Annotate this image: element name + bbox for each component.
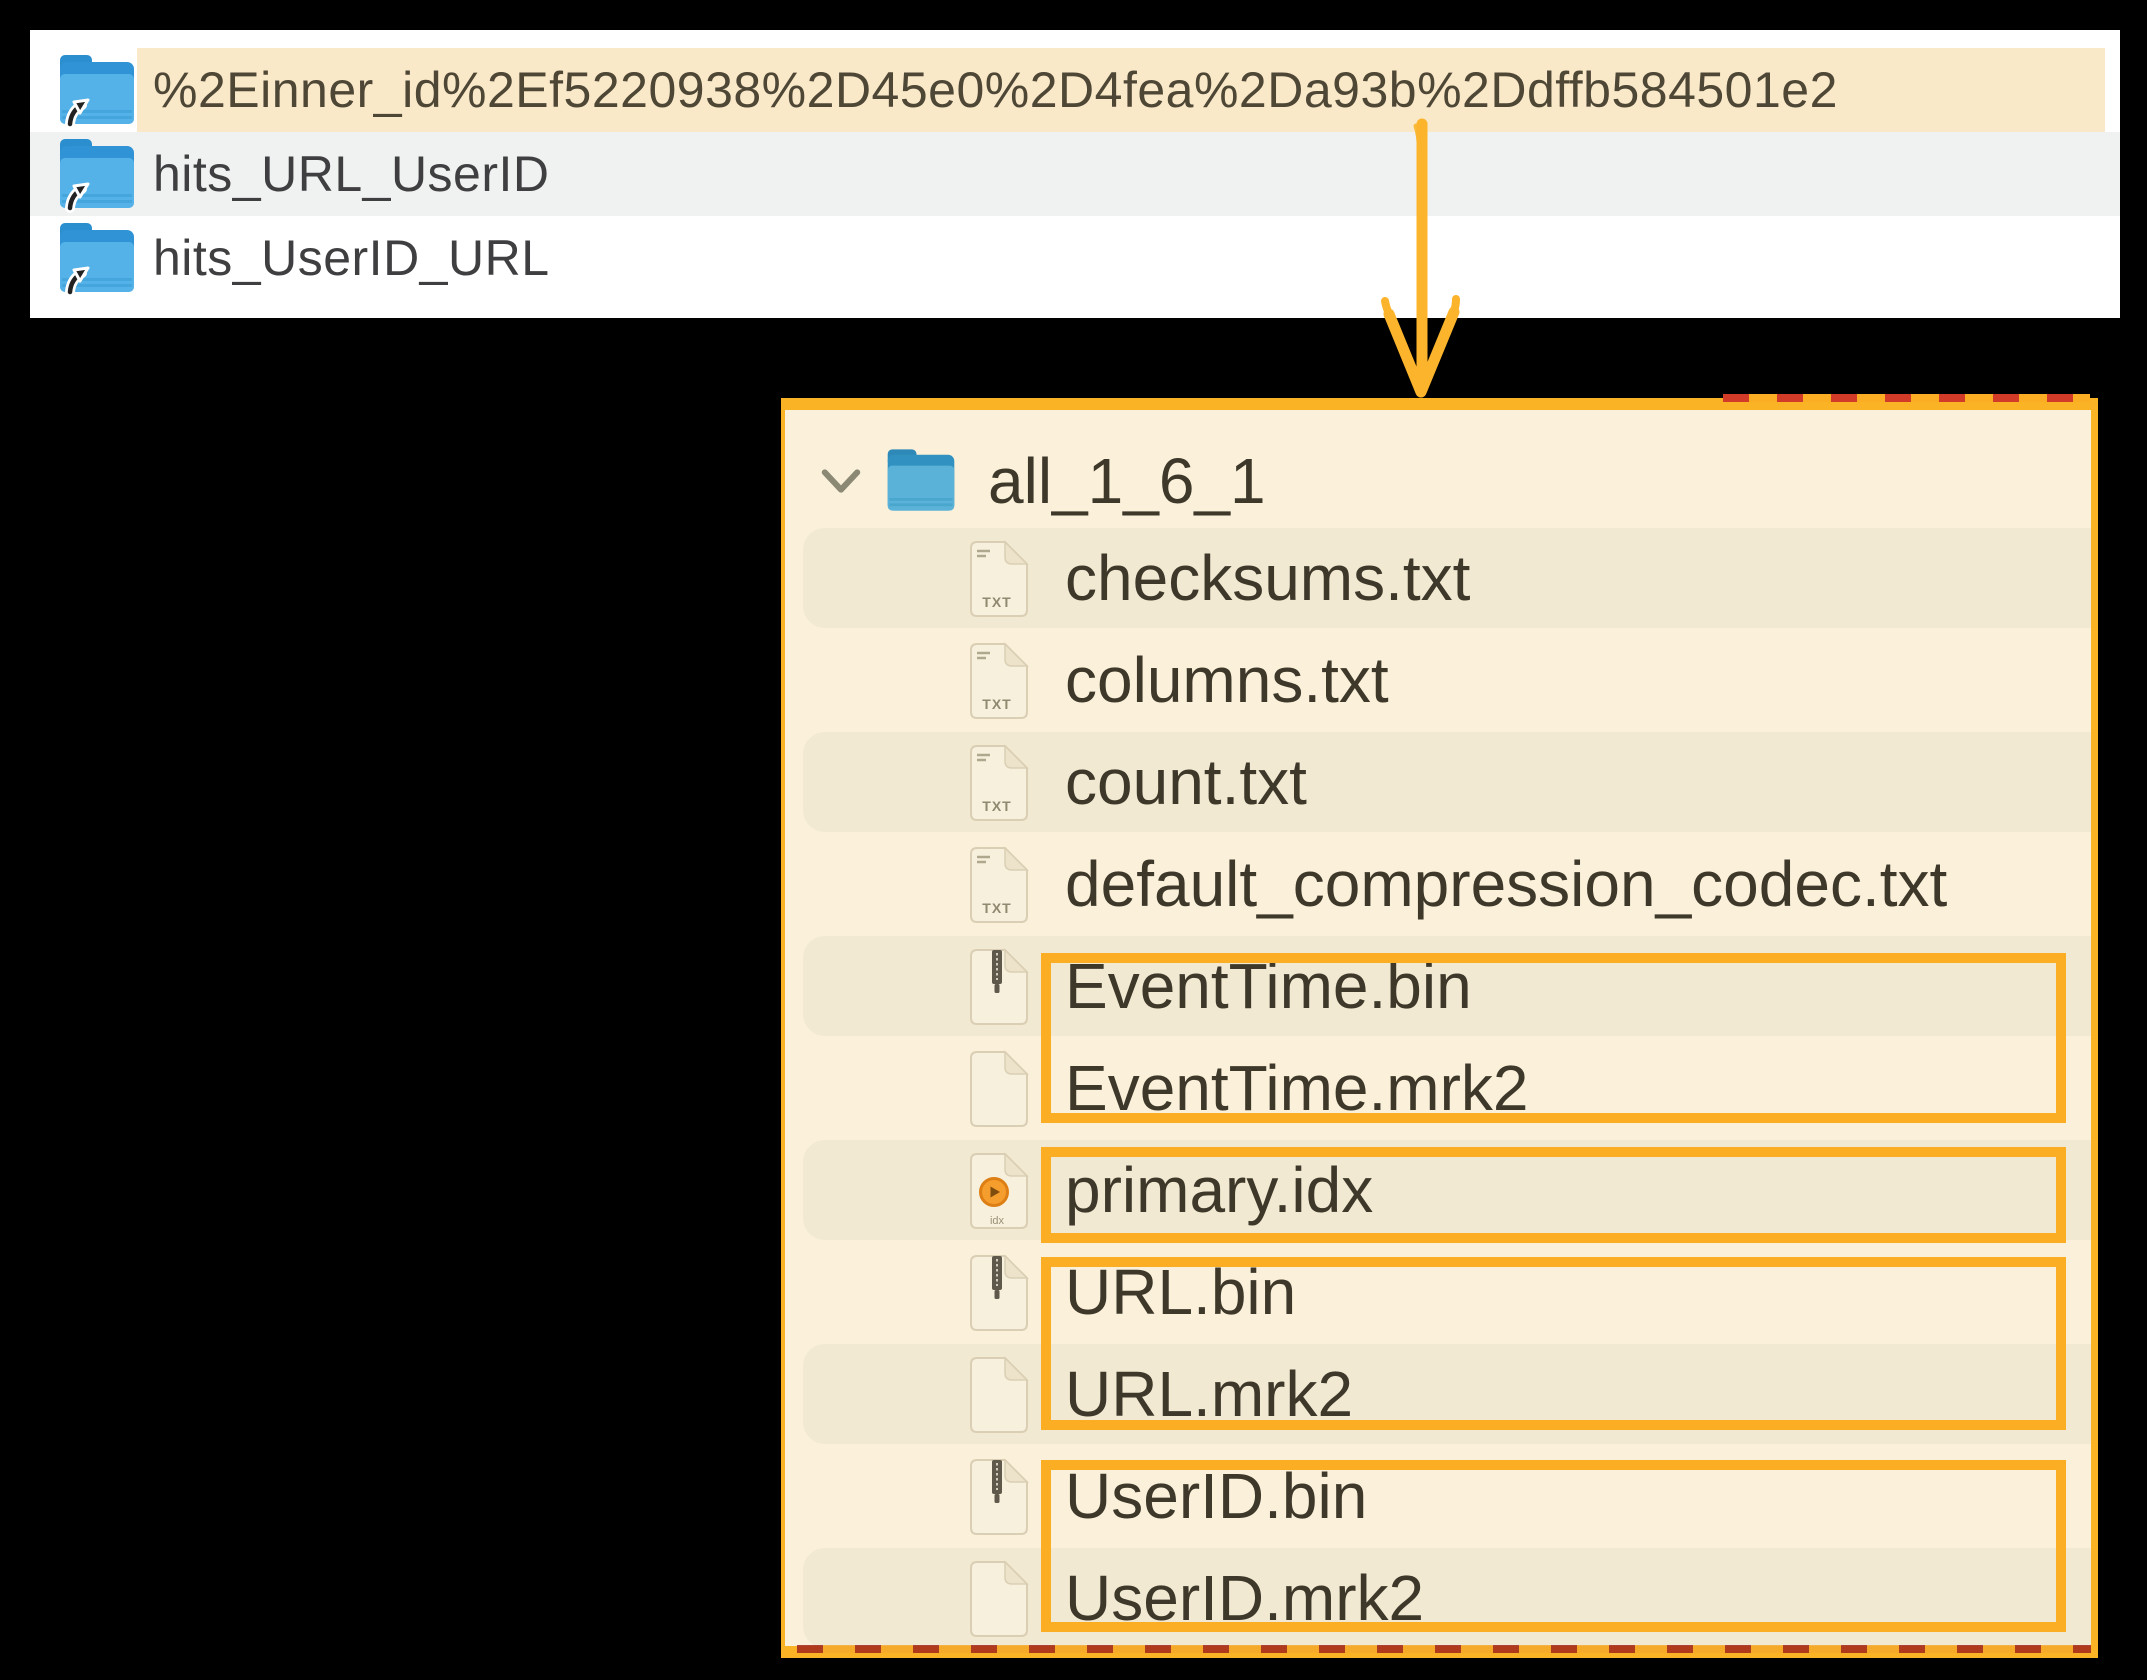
part-folder-name: all_1_6_1 bbox=[988, 445, 1266, 517]
file-name: columns.txt bbox=[1065, 644, 1389, 716]
svg-text:idx: idx bbox=[990, 1215, 1005, 1227]
bin-file-icon bbox=[968, 1457, 1030, 1537]
file-name: EventTime.mrk2 bbox=[1065, 1052, 1529, 1124]
svg-text:TXT: TXT bbox=[982, 696, 1011, 712]
finder-row[interactable]: %2Einner_id%2Ef5220938%2D45e0%2D4fea%2Da… bbox=[30, 48, 2120, 132]
idx-file-icon: idx bbox=[968, 1151, 1030, 1231]
file-name: URL.mrk2 bbox=[1065, 1358, 1354, 1430]
svg-text:TXT: TXT bbox=[982, 798, 1011, 814]
folder-name: hits_URL_UserID bbox=[153, 146, 550, 202]
part-folder-row[interactable]: all_1_6_1 bbox=[785, 435, 2091, 527]
annotation-box-userid bbox=[1041, 1460, 2066, 1632]
finder-row[interactable]: hits_URL_UserID bbox=[30, 132, 2120, 216]
mrk-file-icon bbox=[968, 1355, 1030, 1435]
annotation-box-eventtime bbox=[1041, 953, 2066, 1123]
file-row[interactable]: TXT count.txt bbox=[785, 731, 2091, 833]
mrk-file-icon bbox=[968, 1559, 1030, 1639]
annotation-red-dashes-top bbox=[1723, 394, 2090, 402]
annotation-box-url bbox=[1041, 1257, 2066, 1430]
svg-text:TXT: TXT bbox=[982, 594, 1011, 610]
finder-list-panel: %2Einner_id%2Ef5220938%2D45e0%2D4fea%2Da… bbox=[30, 30, 2120, 318]
svg-text:TXT: TXT bbox=[982, 900, 1011, 916]
annotation-box-primary-idx bbox=[1041, 1147, 2066, 1243]
file-row[interactable]: URL.bin bbox=[785, 1241, 2091, 1343]
txt-file-icon: TXT bbox=[968, 743, 1030, 823]
alias-folder-icon bbox=[57, 52, 137, 130]
txt-file-icon: TXT bbox=[968, 539, 1030, 619]
alias-folder-icon bbox=[57, 136, 137, 214]
file-row[interactable]: TXT columns.txt bbox=[785, 629, 2091, 731]
bin-file-icon bbox=[968, 947, 1030, 1027]
txt-file-icon: TXT bbox=[968, 845, 1030, 925]
file-name: primary.idx bbox=[1065, 1154, 1374, 1226]
file-row[interactable]: TXT checksums.txt bbox=[785, 527, 2091, 629]
file-name: checksums.txt bbox=[1065, 542, 1471, 614]
annotation-arrow-down bbox=[1381, 118, 1460, 398]
txt-file-icon: TXT bbox=[968, 641, 1030, 721]
file-row[interactable]: UserID.bin bbox=[785, 1445, 2091, 1547]
file-name: count.txt bbox=[1065, 746, 1307, 818]
bin-file-icon bbox=[968, 1253, 1030, 1333]
folder-name: %2Einner_id%2Ef5220938%2D45e0%2D4fea%2Da… bbox=[137, 48, 2105, 132]
chevron-down-icon[interactable] bbox=[821, 468, 861, 494]
folder-icon bbox=[885, 445, 957, 515]
file-name: URL.bin bbox=[1065, 1256, 1297, 1328]
file-name: UserID.bin bbox=[1065, 1460, 1368, 1532]
mrk-file-icon bbox=[968, 1049, 1030, 1129]
file-row[interactable]: TXT default_compression_codec.txt bbox=[785, 833, 2091, 935]
file-name: default_compression_codec.txt bbox=[1065, 848, 1948, 920]
folder-name: hits_UserID_URL bbox=[153, 230, 550, 286]
alias-folder-icon bbox=[57, 220, 137, 298]
annotation-red-dashes-bottom bbox=[797, 1645, 2091, 1653]
file-row[interactable]: EventTime.mrk2 bbox=[785, 1037, 2091, 1139]
finder-row[interactable]: hits_UserID_URL bbox=[30, 216, 2120, 300]
